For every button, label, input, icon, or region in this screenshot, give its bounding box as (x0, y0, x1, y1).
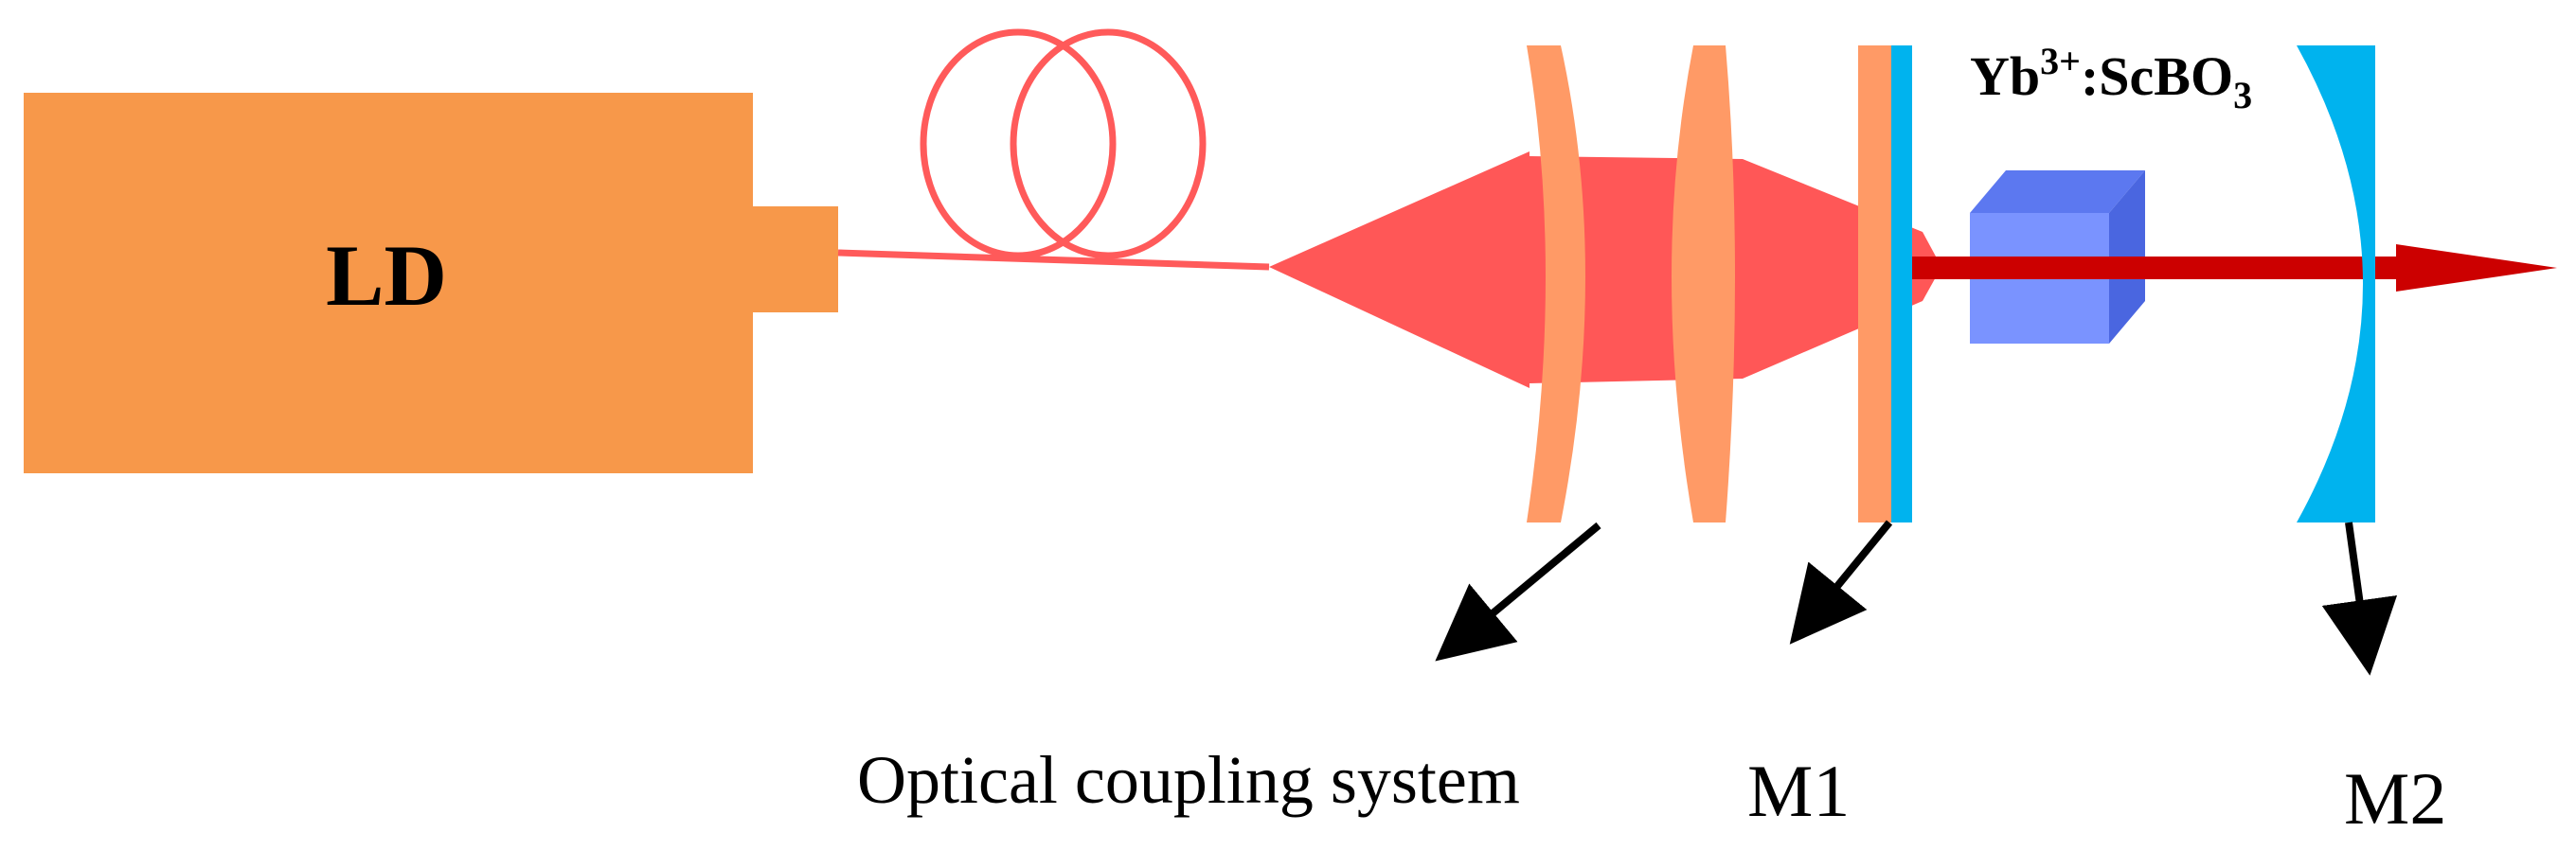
optical-fiber (837, 28, 1270, 271)
coupling-lens-2 (1672, 45, 1735, 522)
crystal-label: Yb3+:ScBO3 (1970, 40, 2252, 116)
laser-diode-label: LD (326, 227, 447, 324)
coupling-lens-1 (1527, 45, 1585, 522)
laser-diode-body (24, 93, 753, 473)
output-beam-arrowhead (2396, 244, 2557, 292)
mirror-m1-substrate (1858, 45, 1891, 522)
mirror-m1-coating (1891, 45, 1912, 522)
output-beam (1912, 257, 2414, 279)
mirror-m2-label: M2 (2344, 757, 2446, 840)
laser-diode-connector (753, 206, 838, 312)
pump-beam (1269, 151, 1941, 388)
pointer-arrows (1435, 520, 2398, 676)
crystal-label-middle: :ScBO (2081, 45, 2233, 107)
crystal-label-prefix: Yb (1970, 45, 2040, 107)
optical-coupling-label: Optical coupling system (857, 742, 1520, 818)
arrow-m2 (2321, 522, 2398, 676)
mirror-m2 (2297, 45, 2375, 522)
mirror-m1-label: M1 (1747, 750, 1850, 832)
arrow-coupling (1435, 522, 1601, 662)
crystal-label-superscript: 3+ (2040, 40, 2081, 82)
arrow-m1 (1789, 520, 1893, 645)
crystal-label-subscript: 3 (2233, 74, 2252, 116)
